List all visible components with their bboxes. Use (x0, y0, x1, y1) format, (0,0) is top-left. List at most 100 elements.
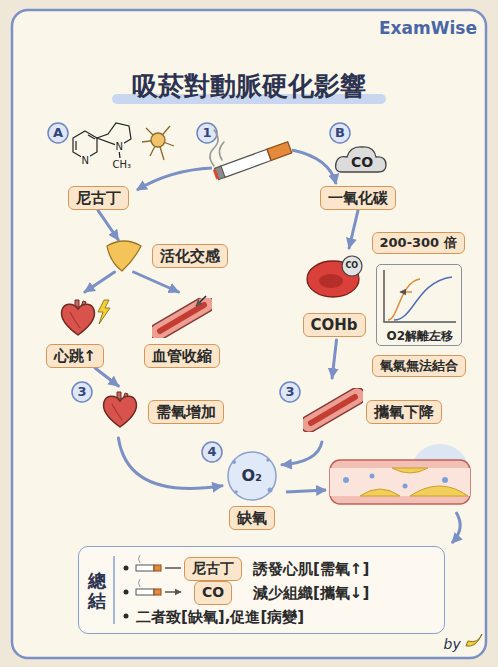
label-box: 攜氧下降 (366, 400, 442, 425)
label-text: N (81, 155, 90, 166)
drawing-part (136, 589, 154, 595)
vertical-heading: 總結 (88, 571, 106, 611)
node-text: 減少組織[攜氧↓] (253, 584, 369, 603)
drawing-part (234, 490, 238, 494)
drawing-part (196, 296, 206, 306)
drawing-part (228, 452, 276, 500)
label-text: CO (351, 155, 373, 170)
dissociation-chart (384, 270, 456, 322)
label-box: 缺氧 (229, 506, 275, 531)
callout-number: B (335, 126, 345, 140)
drawing-part (124, 614, 129, 619)
drawing-part (452, 512, 460, 543)
drawing-part (137, 168, 212, 190)
label-text: O₂ (242, 467, 263, 485)
label-box: 尼古丁 (184, 557, 242, 581)
drawing-part (154, 565, 161, 571)
flow-arrow (134, 272, 179, 292)
drawing-part (72, 382, 92, 402)
drawing-part (403, 484, 408, 489)
label-box: 200-300 倍 (372, 232, 465, 254)
node-text: 二者致[缺氧],促進[病變] (136, 608, 304, 627)
callout-number: 1 (203, 126, 212, 140)
figure-node: 攜氧下降 (300, 378, 446, 442)
drawing-part (330, 468, 470, 496)
drawing-part (268, 488, 273, 493)
flow-arrows (286, 490, 460, 543)
drawing-part (343, 477, 349, 483)
label-text: CO (346, 262, 359, 271)
drawing-part (136, 565, 154, 571)
framed-panel: O2解離左移 (376, 264, 462, 346)
figure-node: COHb (305, 248, 368, 340)
flow-arrow (282, 442, 322, 465)
drawing-part (154, 589, 161, 595)
co-cloud (336, 147, 386, 172)
label-text: ExamWise (379, 19, 477, 38)
oxygen-bubble (228, 452, 276, 500)
callout-circles (48, 123, 350, 462)
drawing-part (307, 261, 359, 297)
label-box: 心跳↑ (46, 344, 105, 369)
label-box: COHb (303, 313, 366, 338)
drawing-part (309, 396, 357, 424)
flow-arrow (332, 340, 336, 378)
drawing-part (12, 10, 486, 658)
label-box: 氧氣無法結合 (372, 355, 466, 377)
drawing-part (158, 304, 206, 332)
drawing-part (388, 279, 420, 320)
drawing-part (220, 149, 271, 177)
source-arrows (137, 150, 336, 190)
cigarette (213, 142, 292, 181)
drawing-part (165, 568, 181, 592)
drawing-part (330, 123, 350, 143)
smoke (210, 130, 224, 166)
drawing-part (151, 133, 165, 147)
node-text: 誘發心肌[需氧↑] (253, 560, 369, 579)
drawing-part (392, 468, 428, 473)
figure-node: 心跳↑ (44, 292, 112, 368)
flow-arrow (95, 368, 118, 386)
box-text: 尼古丁 (76, 189, 121, 207)
drawing-part (394, 277, 452, 320)
drawing-part (219, 142, 224, 160)
drawing-part (213, 169, 219, 179)
summary-ground (78, 546, 445, 634)
drawing-part (280, 382, 300, 402)
lightning (98, 300, 110, 324)
flow-arrow (85, 272, 115, 292)
label-box: 血管收縮 (144, 344, 220, 369)
label-box: 需氧增加 (148, 400, 224, 425)
drawing-part (139, 555, 141, 587)
drawing-part (400, 291, 412, 293)
drawing-part (232, 460, 236, 464)
drawing-part (267, 142, 292, 161)
drawing-part (336, 147, 386, 172)
flow-arrow (98, 210, 118, 240)
sympathetic-ganglion (107, 241, 141, 271)
figure-node: 缺氧 (222, 448, 282, 532)
box-text: 尼古丁 (192, 560, 234, 576)
drawing-part (113, 556, 115, 624)
callout-number: 3 (78, 385, 87, 399)
plaque-artery (330, 444, 470, 504)
drawing-part (62, 300, 95, 335)
drawing-part (76, 135, 95, 150)
label-text: N (115, 141, 124, 152)
callout-number: 3 (286, 385, 295, 399)
drawing-part (292, 150, 336, 184)
label-box: 活化交感 (152, 244, 228, 269)
drawing-part (202, 442, 222, 462)
node-text: O2解離左移 (387, 329, 454, 344)
drawing-part (330, 460, 470, 504)
label-box: CO (194, 581, 232, 605)
drawing-part (124, 566, 129, 571)
label-box: 尼古丁 (68, 186, 129, 211)
drawing-part (286, 490, 326, 492)
drawing-part (104, 392, 137, 427)
figure-node: 需氧增加 (96, 386, 228, 438)
drawing-part (319, 274, 343, 288)
flow-arrow (349, 210, 358, 248)
box-text: 200-300 倍 (380, 235, 457, 250)
